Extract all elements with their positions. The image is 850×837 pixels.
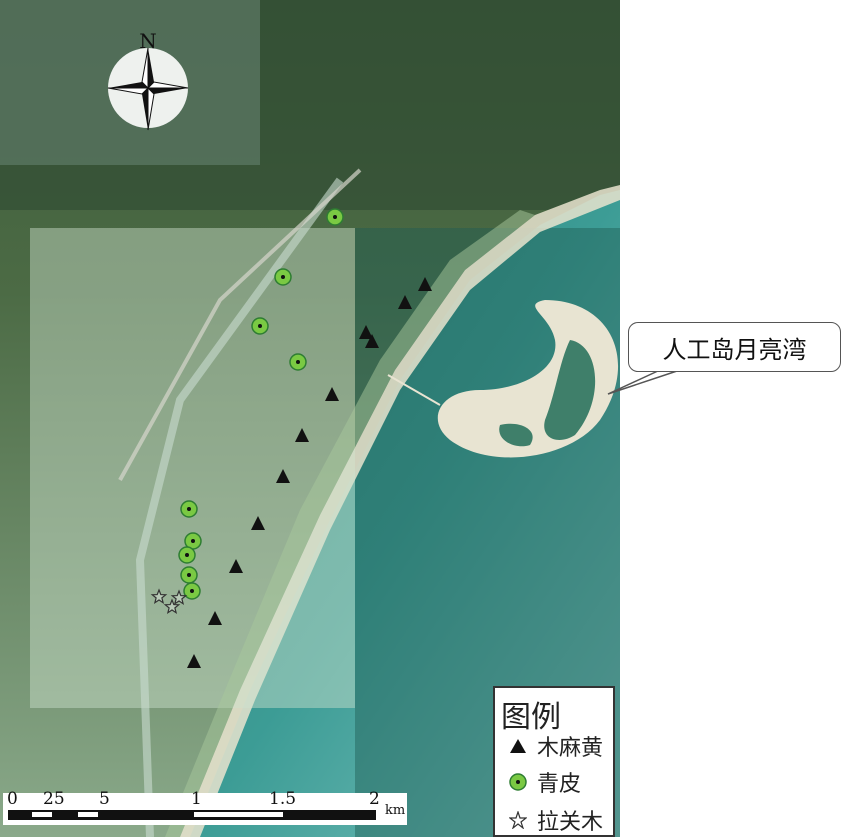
north-label: N xyxy=(139,29,157,53)
artificial-island xyxy=(387,300,619,458)
scale-bar-graphic xyxy=(8,810,376,820)
laguncularia-marker xyxy=(170,589,188,606)
qingpi-marker-dot xyxy=(333,215,337,219)
qingpi-marker-dot xyxy=(258,324,262,328)
legend-label: 青皮 xyxy=(537,772,582,797)
casuarina-marker xyxy=(365,334,379,348)
casuarina-marker xyxy=(208,611,222,625)
legend-item-casuarina: 木麻黄 xyxy=(509,730,603,762)
casuarina-marker xyxy=(359,325,373,339)
qingpi-marker-dot xyxy=(187,507,191,511)
qingpi-marker-dot xyxy=(191,539,195,543)
casuarina-marker xyxy=(276,469,290,483)
legend-item-qingpi: 青皮 xyxy=(509,766,581,798)
triangle-icon xyxy=(510,739,526,753)
laguncularia-marker xyxy=(150,588,168,605)
qingpi-marker-dot xyxy=(187,573,191,577)
qingpi-marker-dot xyxy=(281,275,285,279)
legend-label: 拉关木 xyxy=(537,810,604,835)
laguncularia-marker xyxy=(163,598,181,615)
legend: 图例 木麻黄 青皮 拉关木 xyxy=(493,686,615,837)
legend-title: 图例 xyxy=(501,700,561,735)
casuarina-marker xyxy=(295,428,309,442)
casuarina-marker xyxy=(398,295,412,309)
qingpi-marker-dot xyxy=(296,360,300,364)
scale-tick: 0 xyxy=(7,789,18,809)
scale-bar: 0 25 5 1 1.5 2 km xyxy=(3,789,407,825)
casuarina-marker xyxy=(229,559,243,573)
legend-item-laguncularia: 拉关木 xyxy=(509,804,603,836)
scale-tick: 1 xyxy=(191,789,202,809)
star-icon xyxy=(509,811,527,829)
casuarina-marker xyxy=(187,654,201,668)
scale-tick: 2 xyxy=(369,789,380,809)
legend-label: 木麻黄 xyxy=(537,736,604,761)
scale-tick: 1.5 xyxy=(269,789,297,809)
casuarina-marker xyxy=(418,277,432,291)
green-circle-icon xyxy=(509,773,527,791)
compass-rose: N xyxy=(107,29,189,131)
scale-unit: km xyxy=(385,803,406,818)
qingpi-marker-dot xyxy=(185,553,189,557)
casuarina-marker xyxy=(325,387,339,401)
scale-tick: 25 xyxy=(43,789,65,809)
qingpi-marker-dot xyxy=(190,589,194,593)
island-callout: 人工岛月亮湾 xyxy=(628,322,841,372)
casuarina-marker xyxy=(251,516,265,530)
scale-tick: 5 xyxy=(99,789,110,809)
